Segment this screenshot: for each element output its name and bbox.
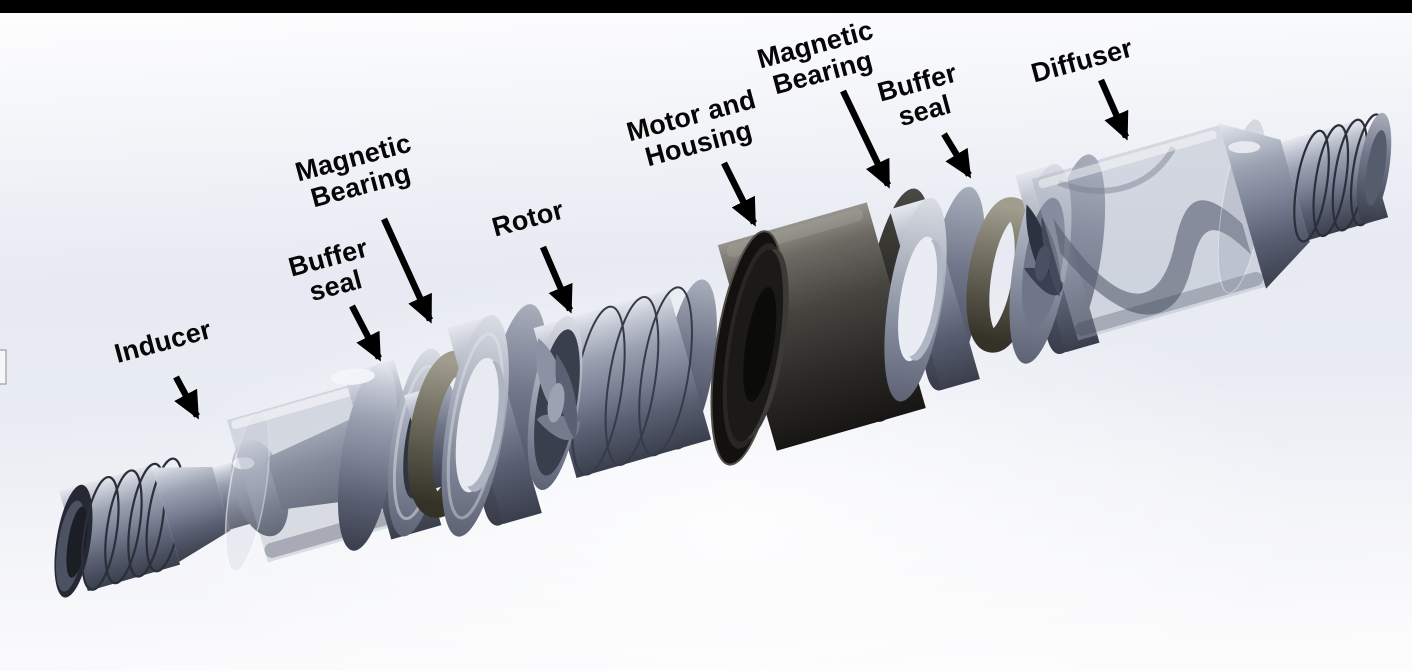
diffuser-part (1009, 112, 1392, 364)
rotor-part (527, 279, 717, 491)
diffuser-hub (1009, 154, 1106, 364)
inducer-arrow (173, 375, 200, 420)
buffer-seal-right-arrow (941, 132, 972, 179)
viewport-edge-artifact (0, 349, 7, 385)
rotor-arrow (540, 245, 573, 314)
magnetic-bearing-left-ring (441, 304, 548, 537)
outlet-cone (1218, 123, 1310, 289)
diffuser-arrow (1098, 78, 1129, 141)
motor-housing-arrow (721, 161, 757, 227)
impeller-face (534, 329, 581, 476)
top-black-bar (0, 0, 1412, 13)
diffuser-tube (1031, 118, 1267, 341)
annotation-arrows (173, 78, 1129, 420)
buffer-seal-left-arrow (349, 304, 382, 362)
magnetic-bearing-left-arrow (381, 217, 433, 324)
outlet-barb (1281, 112, 1392, 243)
magnetic-bearing-right-ring (884, 186, 986, 402)
diffuser-helical-vane (1053, 200, 1252, 315)
pump-assembly (54, 112, 1392, 598)
magnetic-bearing-right-arrow (840, 89, 891, 189)
